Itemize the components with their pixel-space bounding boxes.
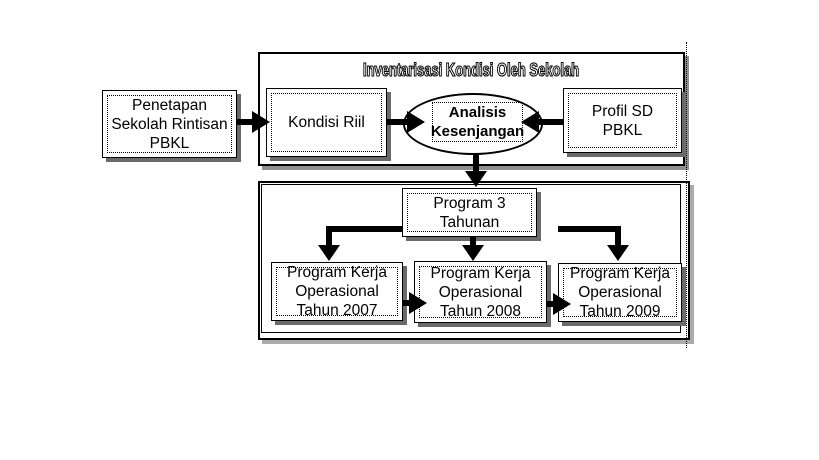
node-program-kerja-2009: Program Kerja Operasional Tahun 2009 [558,263,682,322]
node-dotted-border: Program 3 Tahunan [407,193,532,232]
arrow-head-down-icon [465,171,487,187]
arrow-shaft [546,301,554,307]
arrow-head-down-icon [462,245,484,261]
node-label: Analisis Kesenjangan [430,104,525,140]
node-dotted-border: Penetapan Sekolah Rintisan PBKL [107,95,232,153]
container-title: Inventarisasi Kondisi Oleh Sekolah [363,59,580,80]
arrow-shaft [236,119,252,125]
node-program-kerja-2007: Program Kerja Operasional Tahun 2007 [271,262,403,321]
node-label: Profil SD PBKL [591,102,654,139]
arrow-shaft [386,119,407,125]
node-penetapan-sekolah-rintisan-pbkl: Penetapan Sekolah Rintisan PBKL [102,90,237,158]
arrow-shaft [558,226,621,232]
node-dotted-border: Program Kerja Operasional Tahun 2008 [419,264,542,320]
node-label: Kondisi Riil [288,114,365,131]
arrow-head-down-icon [607,245,629,261]
arrow-head-right-icon [553,293,571,315]
arrow-shaft [615,226,621,246]
arrow-head-down-icon [318,245,340,261]
arrow-head-right-icon [409,292,427,314]
node-program-kerja-2008: Program Kerja Operasional Tahun 2008 [414,261,547,323]
node-label: Program Kerja Operasional Tahun 2008 [430,264,531,320]
arrow-head-left-icon [521,111,539,133]
node-analisis-kesenjangan: Analisis Kesenjangan [430,102,525,142]
arrow-shaft [326,226,332,246]
node-label: Penetapan Sekolah Rintisan PBKL [111,96,228,152]
node-dotted-border: Kondisi Riil [271,93,382,152]
node-dotted-border: Program Kerja Operasional Tahun 2009 [563,265,677,320]
arrow-shaft [470,236,476,246]
node-label: Program Kerja Operasional Tahun 2007 [287,264,387,319]
node-label: Program 3 Tahunan [433,194,506,231]
node-kondisi-riil: Kondisi Riil [266,88,387,157]
arrow-shaft [326,226,403,232]
container-title-wrap: Inventarisasi Kondisi Oleh Sekolah [260,59,683,81]
node-profil-sd-pbkl: Profil SD PBKL [563,88,682,153]
arrow-shaft [473,153,479,172]
arrow-shaft [402,300,410,306]
ellipse-analisis-kesenjangan [403,93,543,155]
node-dotted-border: Program Kerja Operasional Tahun 2007 [276,264,398,319]
node-dotted-border: Profil SD PBKL [568,93,677,148]
arrow-head-right-icon [252,111,270,133]
arrow-shaft [539,119,564,125]
dotted-guide-line [686,42,687,348]
node-program-3-tahunan: Program 3 Tahunan [402,188,537,237]
node-label: Program Kerja Operasional Tahun 2009 [570,265,670,320]
arrow-head-right-icon [407,111,425,133]
